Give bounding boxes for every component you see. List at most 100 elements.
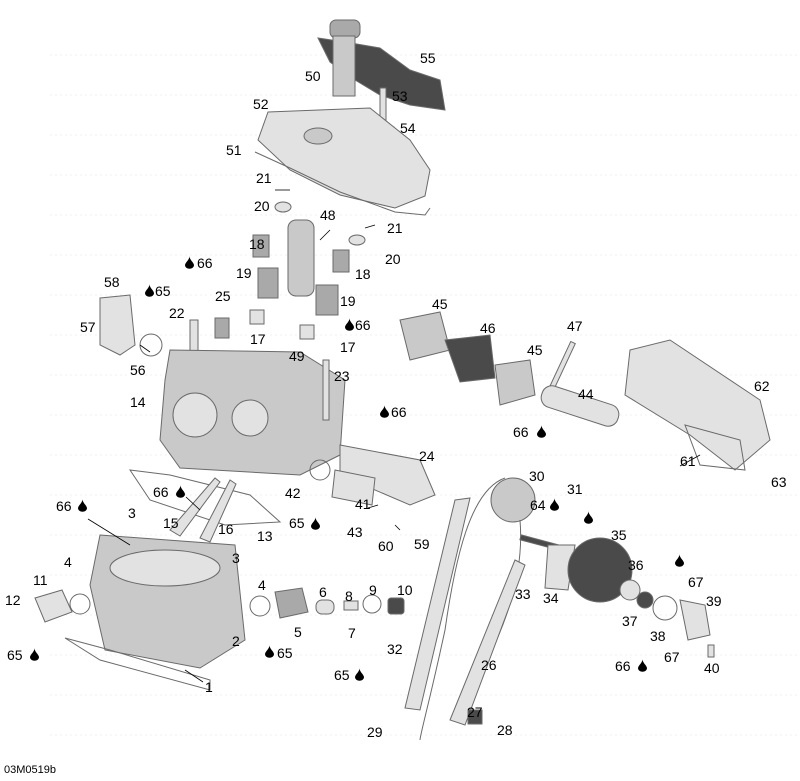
callout-62: 62 bbox=[754, 378, 770, 394]
drop-icon bbox=[584, 511, 593, 524]
drop-icon bbox=[311, 517, 320, 530]
callout-46: 46 bbox=[480, 320, 496, 336]
drop-icon bbox=[537, 425, 546, 438]
part-61-gasket bbox=[684, 424, 746, 471]
callout-19: 19 bbox=[236, 265, 252, 281]
callout-29: 29 bbox=[367, 724, 383, 740]
callout-19: 19 bbox=[340, 293, 356, 309]
callout-47: 47 bbox=[567, 318, 583, 334]
callout-66: 66 bbox=[56, 498, 72, 514]
callout-39: 39 bbox=[706, 593, 722, 609]
callout-66: 66 bbox=[153, 484, 169, 500]
drop-icon bbox=[78, 499, 87, 512]
callout-22: 22 bbox=[169, 305, 185, 321]
part-6 bbox=[315, 599, 335, 615]
callout-17: 17 bbox=[250, 331, 266, 347]
callout-16: 16 bbox=[218, 521, 234, 537]
callout-42: 42 bbox=[285, 485, 301, 501]
callout-20: 20 bbox=[385, 251, 401, 267]
callout-66: 66 bbox=[615, 658, 631, 674]
part-52-valve-cover bbox=[257, 107, 431, 209]
callout-55: 55 bbox=[420, 50, 436, 66]
callout-45: 45 bbox=[527, 342, 543, 358]
callout-28: 28 bbox=[497, 722, 513, 738]
drop-icon bbox=[638, 659, 647, 672]
callout-49: 49 bbox=[289, 348, 305, 364]
callout-63: 63 bbox=[771, 474, 787, 490]
part-57-elbow bbox=[99, 294, 136, 356]
callout-33: 33 bbox=[515, 586, 531, 602]
callout-67: 67 bbox=[688, 574, 704, 590]
callout-44: 44 bbox=[578, 386, 594, 402]
part-17-right bbox=[299, 324, 315, 340]
part-9-oring bbox=[362, 594, 382, 614]
part-17-left bbox=[249, 309, 265, 325]
drop-icon bbox=[30, 648, 39, 661]
drop-icon bbox=[176, 485, 185, 498]
callout-15: 15 bbox=[163, 515, 179, 531]
callout-66: 66 bbox=[197, 255, 213, 271]
part-30-sprocket bbox=[490, 477, 536, 523]
callout-51: 51 bbox=[226, 142, 242, 158]
part-62-intake bbox=[624, 339, 771, 471]
part-2-bore bbox=[109, 549, 221, 587]
callout-17: 17 bbox=[340, 339, 356, 355]
part-4-oring-left bbox=[69, 593, 91, 615]
callout-18: 18 bbox=[249, 236, 265, 252]
part-32-guide bbox=[404, 497, 471, 711]
callout-26: 26 bbox=[481, 657, 497, 673]
callout-24: 24 bbox=[419, 448, 435, 464]
part-25 bbox=[214, 317, 230, 339]
part-20-left bbox=[274, 201, 292, 213]
part-24-camshaft bbox=[339, 444, 436, 506]
callout-14: 14 bbox=[130, 394, 146, 410]
callout-50: 50 bbox=[305, 68, 321, 84]
callout-66: 66 bbox=[513, 424, 529, 440]
callout-64: 64 bbox=[530, 497, 546, 513]
callout-48: 48 bbox=[320, 207, 336, 223]
callout-10: 10 bbox=[397, 582, 413, 598]
part-4-oring-right bbox=[249, 595, 271, 617]
leader-lines bbox=[87, 189, 701, 683]
part-35-gear bbox=[567, 537, 633, 603]
callout-3: 3 bbox=[128, 505, 136, 521]
callout-13: 13 bbox=[257, 528, 273, 544]
callout-35: 35 bbox=[611, 527, 627, 543]
drop-icon bbox=[145, 284, 154, 297]
callout-61: 61 bbox=[680, 453, 696, 469]
part-20-right bbox=[348, 234, 366, 246]
callout-27: 27 bbox=[467, 704, 483, 720]
callout-67: 67 bbox=[664, 649, 680, 665]
part-37 bbox=[636, 591, 654, 609]
callout-58: 58 bbox=[104, 274, 120, 290]
callout-66: 66 bbox=[355, 317, 371, 333]
part-39-cover bbox=[679, 599, 711, 641]
callout-53: 53 bbox=[392, 88, 408, 104]
callout-3: 3 bbox=[232, 550, 240, 566]
parts-artwork bbox=[34, 19, 771, 741]
callout-34: 34 bbox=[543, 590, 559, 606]
drop-icon bbox=[550, 498, 559, 511]
callout-54: 54 bbox=[400, 120, 416, 136]
callout-65: 65 bbox=[289, 515, 305, 531]
callout-6: 6 bbox=[319, 584, 327, 600]
part-38-oring bbox=[652, 595, 678, 621]
part-19-left bbox=[257, 267, 279, 299]
callout-11: 11 bbox=[33, 572, 48, 588]
callout-57: 57 bbox=[80, 319, 96, 335]
callout-21: 21 bbox=[256, 170, 272, 186]
drop-icon bbox=[185, 256, 194, 269]
part-8 bbox=[343, 600, 359, 611]
part-5-housing bbox=[274, 587, 309, 619]
callout-40: 40 bbox=[704, 660, 720, 676]
part-26-tensioner-guide bbox=[449, 559, 526, 726]
callout-8: 8 bbox=[345, 588, 353, 604]
drop-icon bbox=[265, 645, 274, 658]
callout-7: 7 bbox=[348, 625, 356, 641]
callout-2: 2 bbox=[232, 633, 240, 649]
part-42-oring bbox=[309, 459, 331, 481]
part-52-boss bbox=[303, 127, 333, 145]
callout-56: 56 bbox=[130, 362, 146, 378]
callout-66: 66 bbox=[391, 404, 407, 420]
